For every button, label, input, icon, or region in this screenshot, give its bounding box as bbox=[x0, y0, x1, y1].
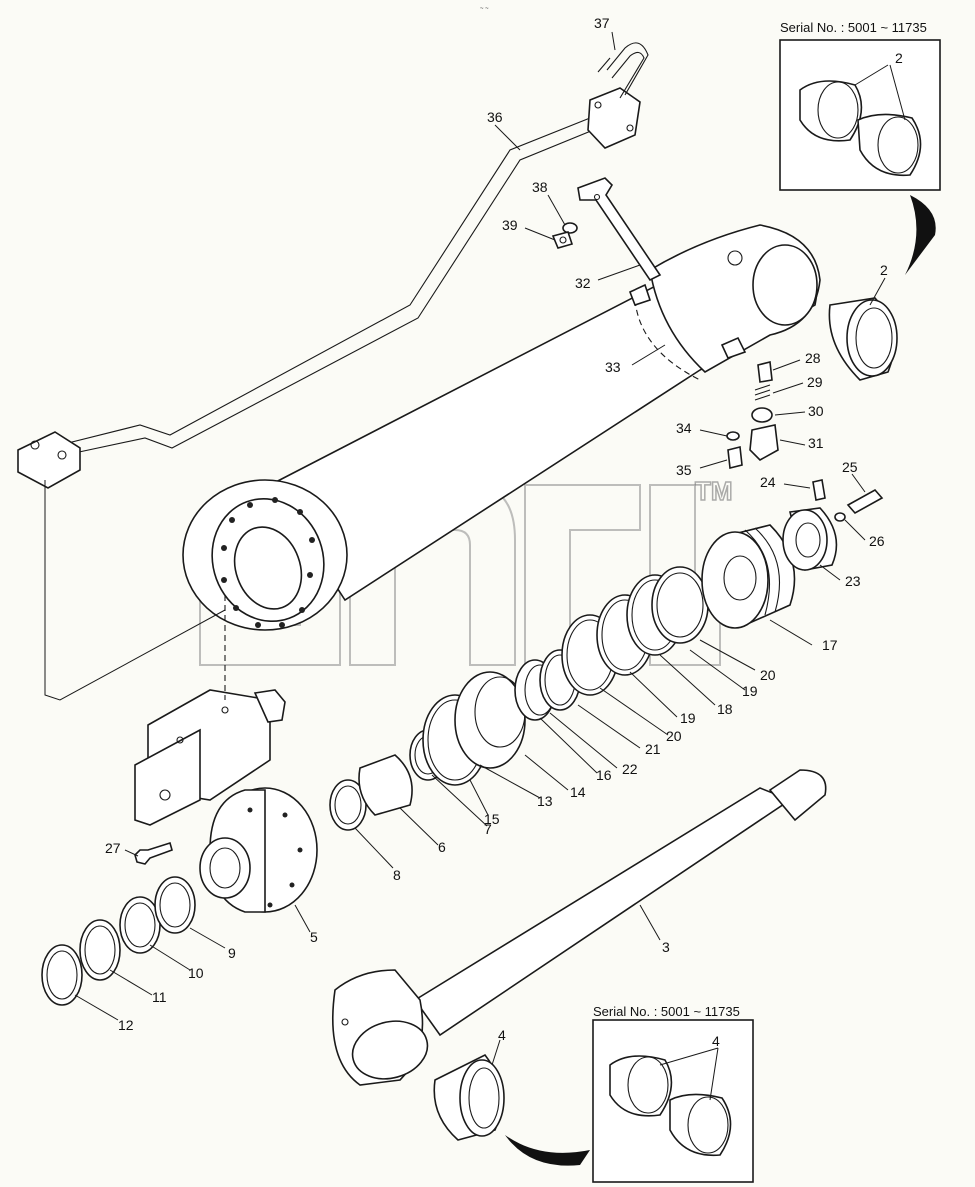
callout-30: 30 bbox=[808, 403, 824, 419]
callout-36: 36 bbox=[487, 109, 503, 125]
callout-14: 14 bbox=[570, 784, 586, 800]
bushings bbox=[433, 297, 898, 1141]
callout-7: 7 bbox=[484, 821, 492, 837]
callout-16: 16 bbox=[596, 767, 612, 783]
callout-12: 12 bbox=[118, 1017, 134, 1033]
callout-19-upper: 19 bbox=[742, 683, 758, 699]
callout-39: 39 bbox=[502, 217, 518, 233]
callout-37: 37 bbox=[594, 15, 610, 31]
grease-fitting-parts bbox=[726, 361, 779, 469]
serial-label-bottom: Serial No. : 5001 ~ 11735 bbox=[593, 1004, 740, 1019]
callout-20-lower: 20 bbox=[666, 728, 682, 744]
gland bbox=[199, 787, 318, 913]
serial-label-top: Serial No. : 5001 ~ 11735 bbox=[780, 20, 927, 35]
snap-ring bbox=[834, 512, 846, 522]
callout-35: 35 bbox=[676, 462, 692, 478]
callout-labels: 37 36 2 2 38 39 32 33 28 29 30 31 34 35 … bbox=[105, 15, 903, 1049]
callout-11: 11 bbox=[152, 989, 167, 1005]
hydraulic-pipe bbox=[17, 42, 662, 489]
valve-block bbox=[44, 480, 286, 826]
callout-29: 29 bbox=[807, 374, 823, 390]
socket-bolt bbox=[134, 841, 173, 865]
callout-33: 33 bbox=[605, 359, 621, 375]
callout-23: 23 bbox=[845, 573, 861, 589]
callout-10: 10 bbox=[188, 965, 204, 981]
serial-inset-bottom: Serial No. : 5001 ~ 11735 bbox=[592, 1004, 754, 1183]
leader-lines bbox=[74, 31, 906, 1101]
callout-4-inset: 4 bbox=[712, 1033, 720, 1049]
callout-21: 21 bbox=[645, 741, 661, 757]
callout-2-inset: 2 bbox=[895, 50, 903, 66]
callout-17: 17 bbox=[822, 637, 838, 653]
callout-22: 22 bbox=[622, 761, 638, 777]
callout-31: 31 bbox=[808, 435, 824, 451]
callout-34: 34 bbox=[676, 420, 692, 436]
callout-4: 4 bbox=[498, 1027, 506, 1043]
callout-32: 32 bbox=[575, 275, 591, 291]
callout-6: 6 bbox=[438, 839, 446, 855]
callout-28: 28 bbox=[805, 350, 821, 366]
callout-38: 38 bbox=[532, 179, 548, 195]
callout-8: 8 bbox=[393, 867, 401, 883]
set-screw bbox=[812, 479, 826, 501]
callout-9: 9 bbox=[228, 945, 236, 961]
callout-18: 18 bbox=[717, 701, 733, 717]
callout-20-upper: 20 bbox=[760, 667, 776, 683]
seal-rings bbox=[41, 566, 709, 1006]
callout-27: 27 bbox=[105, 840, 121, 856]
callout-5: 5 bbox=[310, 929, 318, 945]
callout-25: 25 bbox=[842, 459, 858, 475]
lock-nut bbox=[782, 507, 838, 571]
trademark-text: TM bbox=[695, 476, 733, 506]
callout-15: 15 bbox=[484, 811, 500, 827]
callout-24: 24 bbox=[760, 474, 776, 490]
pin bbox=[846, 488, 884, 515]
tiny-mark: ~ ~ bbox=[480, 6, 489, 12]
callout-3: 3 bbox=[662, 939, 670, 955]
arrow-top bbox=[905, 195, 936, 275]
piston-rod bbox=[332, 769, 827, 1086]
serial-inset-top: Serial No. : 5001 ~ 11735 bbox=[779, 20, 941, 191]
piston bbox=[701, 524, 796, 629]
callout-2: 2 bbox=[880, 262, 888, 278]
cylinder-tube bbox=[182, 224, 821, 631]
arrow-bottom bbox=[505, 1135, 590, 1166]
callout-13: 13 bbox=[537, 793, 553, 809]
callout-26: 26 bbox=[869, 533, 885, 549]
callout-19-lower: 19 bbox=[680, 710, 696, 726]
